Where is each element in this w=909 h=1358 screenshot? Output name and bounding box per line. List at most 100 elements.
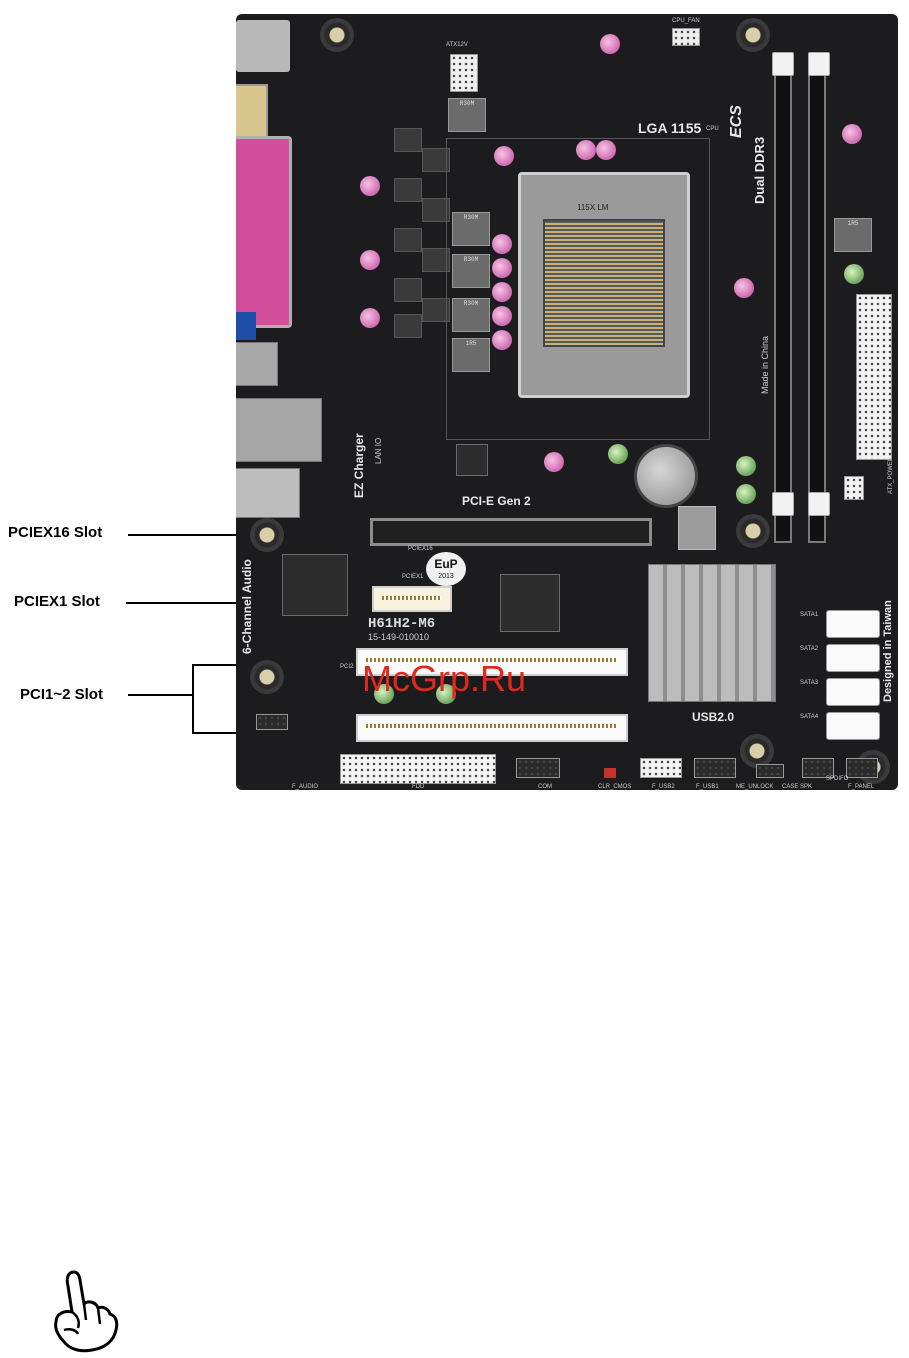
silk-sata2: SATA2	[800, 646, 819, 652]
dimm-latch	[808, 492, 830, 516]
capacitor	[492, 258, 512, 278]
leader-bracket-pci	[128, 694, 192, 696]
capacitor	[734, 278, 754, 298]
capacitor-green	[736, 484, 756, 504]
f-usb2-header	[640, 758, 682, 778]
callout-pciex1-slot: PCIEX1 Slot	[14, 593, 100, 610]
ez-charger-label: EZ Charger	[352, 433, 366, 498]
mosfet	[394, 178, 422, 202]
pci-slot-1	[356, 648, 628, 676]
capacitor-green	[436, 684, 456, 704]
pcie-gen-label: PCI-E Gen 2	[462, 494, 531, 508]
silk-pciex16: PCIEX16	[408, 546, 433, 552]
silk-pci2: PCI2	[340, 664, 354, 670]
super-io-chip	[500, 574, 560, 632]
f-panel-header	[846, 758, 878, 778]
callout-pci-slots: PCI1~2 Slot	[20, 686, 103, 703]
socket-label-cpu: CPU	[706, 126, 719, 132]
chipset-heatsink	[648, 564, 776, 702]
silk-atx-power: ATX_POWER	[888, 456, 894, 494]
capacitor	[492, 306, 512, 326]
parallel-port	[236, 136, 292, 328]
silk-com: COM	[538, 784, 552, 790]
capacitor	[492, 234, 512, 254]
silk-f-usb2: F_USB2	[652, 784, 675, 790]
me-unlock-header	[756, 764, 784, 778]
dimm-slot-2	[808, 54, 826, 543]
model-sub: 15-149-010010	[368, 632, 430, 642]
capacitor	[360, 308, 380, 328]
cpu-socket-pins	[543, 219, 665, 347]
silk-sata1: SATA1	[800, 612, 819, 618]
capacitor	[600, 34, 620, 54]
mosfet	[422, 248, 450, 272]
mosfet	[394, 228, 422, 252]
silk-sata3: SATA3	[800, 680, 819, 686]
cpu-socket-frame	[446, 138, 710, 440]
dimm-latch	[772, 492, 794, 516]
vrm-choke: R30M	[452, 298, 490, 332]
made-in-china: Made in China	[760, 335, 770, 394]
silk-fdd: FDD	[412, 784, 425, 790]
lan-chip	[456, 444, 488, 476]
mosfet	[422, 298, 450, 322]
pci-slot-2-contacts	[366, 724, 618, 728]
mounting-hole	[736, 514, 770, 548]
brand-logo: ECS	[728, 105, 745, 138]
silk-case-spk: CASE SPK	[782, 784, 813, 790]
sata-port-2	[826, 644, 880, 672]
cpu-socket: 115X LM	[518, 172, 690, 398]
mosfet	[422, 198, 450, 222]
cpu-fan-header	[672, 28, 700, 46]
choke-right: 1R5	[834, 218, 872, 252]
watermark: McGrp.Ru	[362, 658, 527, 699]
sys-fan-header	[844, 476, 864, 500]
capacitor	[360, 250, 380, 270]
mounting-hole	[250, 660, 284, 694]
pciex16-latch	[678, 506, 716, 550]
socket-label: LGA 1155	[638, 120, 702, 136]
dimm-latch	[808, 52, 830, 76]
f-usb1-header	[694, 758, 736, 778]
com-header	[516, 758, 560, 778]
capacitor	[544, 452, 564, 472]
lan-usb-port-stack	[236, 398, 322, 462]
capacitor	[360, 176, 380, 196]
silk-spdif: SPDIFO	[826, 776, 849, 782]
case-spk-header	[802, 758, 834, 778]
silk-clr-cmos: CLR_CMOS	[598, 784, 632, 790]
mosfet	[394, 128, 422, 152]
atx12v-connector	[450, 54, 478, 92]
capacitor	[596, 140, 616, 160]
designed-in-label: Designed in Taiwan	[882, 600, 894, 702]
mosfet	[394, 314, 422, 338]
pciex1-contacts	[382, 596, 442, 600]
cmos-battery	[634, 444, 698, 508]
model-name: H61H2-M6	[368, 616, 436, 632]
pci-slot-1-contacts	[366, 658, 618, 662]
clr-cmos-jumper	[604, 768, 616, 778]
silk-f-panel: F_PANEL	[848, 784, 875, 790]
mosfet	[394, 278, 422, 302]
silk-cpu-fan: CPU_FAN	[672, 18, 700, 24]
capacitor-green	[844, 264, 864, 284]
mosfet	[422, 148, 450, 172]
mounting-hole	[736, 18, 770, 52]
pointing-hand-icon	[54, 1270, 119, 1353]
sata-port-4	[826, 712, 880, 740]
atx-power-connector	[856, 294, 892, 460]
dimm-latch	[772, 52, 794, 76]
capacitor	[842, 124, 862, 144]
eup-badge: EuP 2013	[426, 552, 466, 586]
silk-me-unlock: ME_UNLOCK	[736, 784, 774, 790]
vrm-choke: 1R5	[452, 338, 490, 372]
silk-f-usb1: F_USB1	[696, 784, 719, 790]
silk-pciex1: PCIEX1	[402, 574, 424, 580]
capacitor	[492, 330, 512, 350]
eup-text: EuP	[434, 557, 458, 571]
callout-pciex16-slot: PCIEX16 Slot	[8, 524, 103, 541]
capacitor	[494, 146, 514, 166]
capacitor	[492, 282, 512, 302]
pciex16-slot	[370, 518, 652, 546]
silk-f-audio: F_AUDIO	[292, 784, 319, 790]
